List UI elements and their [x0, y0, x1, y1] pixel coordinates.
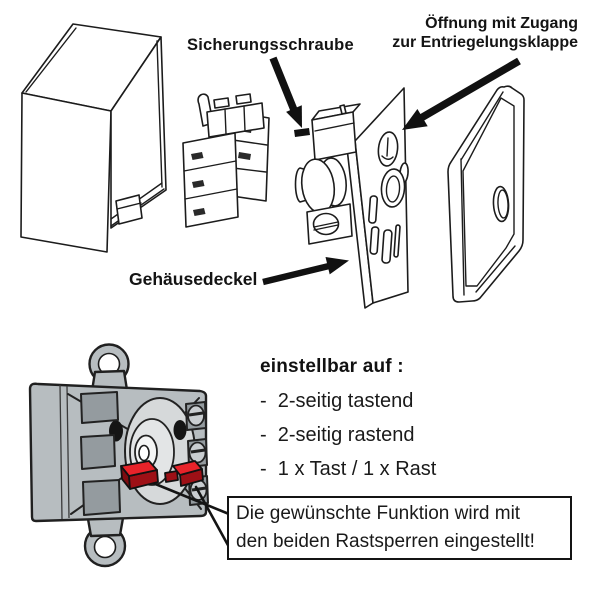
settings-title: einstellbar auf :	[260, 356, 404, 377]
frame-plate-drawing	[346, 87, 409, 309]
right-pin-hole	[173, 420, 187, 440]
label-oeffnung-line1: Öffnung mit Zugang	[425, 15, 578, 32]
rastsperre-right	[164, 460, 204, 487]
housing-box-drawing	[20, 23, 167, 253]
note-box: Die gewünschte Funktion wird mit den bei…	[227, 496, 572, 560]
settings-list: einstellbar auf : - 2-seitig tastend - 2…	[260, 355, 436, 486]
cover-plate-drawing	[447, 85, 525, 303]
socket-recess	[80, 391, 119, 424]
note-line2: den beiden Rastsperren eingestellt!	[236, 531, 535, 552]
settings-item: - 1 x Tast / 1 x Rast	[260, 458, 437, 480]
label-oeffnung: Öffnung mit Zugang zur Entriegelungsklap…	[368, 15, 578, 52]
arrow-gehaeusedeckel	[262, 262, 330, 286]
switch-mechanism-drawing	[294, 103, 361, 245]
settings-item: - 2-seitig tastend	[260, 390, 414, 412]
label-oeffnung-line2: zur Entriegelungsklappe	[392, 33, 578, 51]
securing-screw	[294, 128, 310, 137]
socket-recess	[80, 434, 116, 470]
rastsperre-left	[120, 460, 159, 490]
switch-insert-drawing	[182, 93, 270, 228]
label-sicherungsschraube: Sicherungsschraube	[187, 36, 354, 54]
arrow-sicherungsschraube	[269, 56, 298, 112]
arrow-oeffnung	[419, 57, 521, 122]
leader-line-right-latch	[194, 485, 231, 549]
housing-latch	[115, 194, 143, 225]
callout-arrows	[262, 56, 521, 286]
socket-recess	[82, 479, 121, 516]
note-line1: Die gewünschte Funktion wird mit	[236, 503, 521, 524]
leader-line-left-latch	[146, 479, 231, 516]
label-gehaeusedeckel: Gehäusedeckel	[129, 269, 258, 289]
settings-item: - 2-seitig rastend	[260, 424, 415, 446]
drive-back-view-drawing	[28, 343, 231, 568]
